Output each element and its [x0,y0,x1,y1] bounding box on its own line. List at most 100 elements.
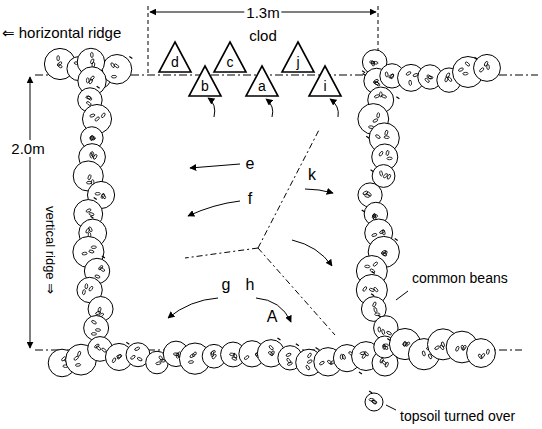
bean-mark [94,343,100,348]
bean-mark [91,320,97,325]
bean-mark [379,171,383,177]
bean-mark [114,63,120,68]
bean-mark [86,101,92,106]
bean-mark [384,130,388,136]
soil-arrow [190,164,240,168]
leader-line [386,405,396,410]
bean-mark [362,71,365,73]
bean-mark [396,97,399,99]
bean-mark [395,239,398,241]
triangle-shape [214,42,246,72]
bean-mark [375,313,380,316]
soil-arrow [188,201,240,216]
bean-mark [386,331,392,336]
bean-mark [378,315,381,317]
clod-circle [474,54,501,81]
clod-circle [102,55,132,85]
movement-letter: g [220,276,233,293]
bean-mark [409,80,412,85]
bean-mark [372,213,376,219]
bean-mark [95,329,100,332]
bean-mark [373,261,379,266]
bean-mark [75,363,81,366]
division-line [258,248,335,335]
bean-mark [406,71,412,76]
bean-mark [371,233,377,237]
clod-circle [467,339,496,368]
bean-mark [363,74,366,76]
bean-mark [387,157,392,160]
bean-mark [474,57,477,59]
bean-mark [487,64,490,69]
bean-mark [88,286,93,292]
soil-arrow [208,98,215,117]
bean-mark [130,355,136,360]
bean-mark [94,197,97,199]
clod-outline [102,55,132,85]
division-line [258,128,320,248]
bean-mark [134,347,140,352]
bean-mark [89,212,95,216]
bean-mark [362,190,368,195]
bean-mark [116,354,122,358]
bean-mark [307,359,313,364]
bean-mark [403,341,406,347]
bean-mark [90,52,93,57]
bean-mark [231,356,237,360]
bean-mark [371,294,374,296]
bean-mark [137,357,143,362]
soil-arrow [305,189,333,193]
bean-mark [101,112,106,118]
bean-mark [82,252,88,255]
dimension-arrow [30,77,31,348]
bean-mark [286,353,292,357]
bean-mark [441,342,445,348]
triangle-shape [282,42,314,72]
bean-mark [89,250,95,254]
bean-mark [111,75,116,78]
bean-mark [89,75,95,81]
bean-mark [385,72,389,78]
bean-mark [287,362,293,366]
clod-label: clod [247,27,279,44]
bean-mark [97,86,100,88]
bean-mark [463,72,468,75]
clod-letter: d [171,55,179,70]
bean-mark [102,256,105,258]
bean-mark [366,191,372,196]
bean-mark [366,136,369,138]
bean-mark [444,76,448,82]
plant-label: common beans [410,270,510,287]
bean-mark [381,360,387,365]
clod-outline [474,54,501,81]
bean-mark [369,288,375,292]
clod-triangle: d [158,41,192,73]
bean-mark [371,170,374,172]
soil-arrow [330,99,338,117]
bean-mark [372,118,378,123]
bean-mark [478,354,483,360]
bean-mark [85,284,88,289]
bean-mark [372,302,376,308]
bean-mark [99,267,105,272]
bean-mark [371,399,377,404]
ridge-label: vertical ridge ⇒ [42,204,59,296]
bean-mark [379,151,384,157]
extension-line [148,6,149,75]
bean-mark [91,246,96,249]
bean-mark [359,372,362,374]
bean-mark [402,342,408,345]
bean-mark [156,362,162,366]
division-line [185,248,258,258]
clod-letter: i [323,79,326,94]
bean-mark [57,56,60,61]
bean-mark [296,344,299,346]
bean-mark [465,61,471,66]
dimension-text: 2.0m [9,140,46,157]
clod-triangle: i [308,65,342,97]
triangle-shape [189,66,221,96]
bean-mark [458,67,464,72]
bean-mark [462,345,467,351]
clod-triangle: c [213,41,247,73]
